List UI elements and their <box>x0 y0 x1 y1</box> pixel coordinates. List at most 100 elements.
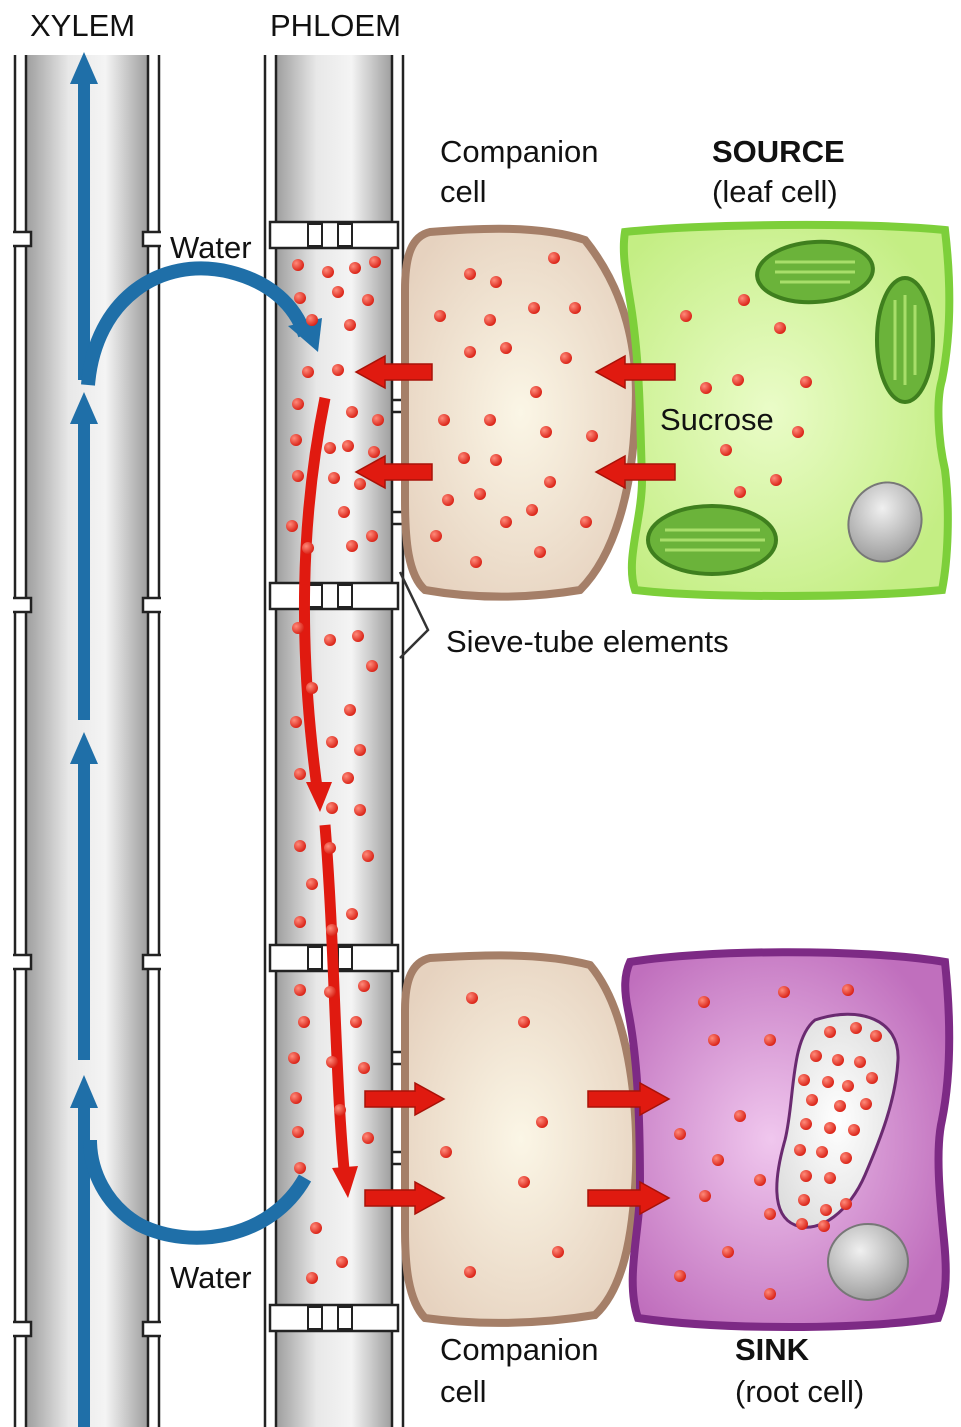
sucrose-molecule-icon <box>824 1172 836 1184</box>
sucrose-molecule-icon <box>366 530 378 542</box>
sucrose-molecule-icon <box>824 1026 836 1038</box>
sucrose-molecule-icon <box>324 842 336 854</box>
sink-subtitle: (root cell) <box>735 1372 864 1412</box>
sucrose-molecule-icon <box>800 1118 812 1130</box>
sucrose-molecule-icon <box>698 996 710 1008</box>
sucrose-molecule-icon <box>349 262 361 274</box>
sucrose-molecule-icon <box>464 268 476 280</box>
sucrose-molecule-icon <box>848 1124 860 1136</box>
sucrose-molecule-icon <box>732 374 744 386</box>
sucrose-molecule-icon <box>764 1288 776 1300</box>
sucrose-molecule-icon <box>484 314 496 326</box>
sucrose-molecule-icon <box>820 1204 832 1216</box>
companion-cell-top <box>405 229 636 597</box>
sucrose-molecule-icon <box>536 1116 548 1128</box>
sucrose-label: Sucrose <box>660 400 774 440</box>
sucrose-molecule-icon <box>298 1016 310 1028</box>
sucrose-molecule-icon <box>800 1170 812 1182</box>
sucrose-molecule-icon <box>540 426 552 438</box>
sucrose-molecule-icon <box>860 1098 872 1110</box>
sucrose-molecule-icon <box>866 1072 878 1084</box>
sucrose-molecule-icon <box>699 1190 711 1202</box>
sucrose-molecule-icon <box>518 1016 530 1028</box>
sucrose-molecule-icon <box>464 346 476 358</box>
sucrose-molecule-icon <box>764 1208 776 1220</box>
sucrose-molecule-icon <box>464 1266 476 1278</box>
sucrose-molecule-icon <box>806 1094 818 1106</box>
phloem-heading: PHLOEM <box>270 6 401 46</box>
sucrose-molecule-icon <box>840 1198 852 1210</box>
sucrose-molecule-icon <box>369 256 381 268</box>
sucrose-molecule-icon <box>438 414 450 426</box>
sucrose-molecule-icon <box>326 924 338 936</box>
sucrose-molecule-icon <box>842 984 854 996</box>
sucrose-molecule-icon <box>292 1126 304 1138</box>
sucrose-molecule-icon <box>870 1030 882 1042</box>
sucrose-molecule-icon <box>292 470 304 482</box>
sucrose-molecule-icon <box>326 802 338 814</box>
sucrose-molecule-icon <box>470 556 482 568</box>
sucrose-molecule-icon <box>302 542 314 554</box>
sucrose-molecule-icon <box>290 716 302 728</box>
sucrose-molecule-icon <box>816 1146 828 1158</box>
sucrose-molecule-icon <box>722 1246 734 1258</box>
sucrose-molecule-icon <box>294 916 306 928</box>
sucrose-molecule-icon <box>306 314 318 326</box>
sucrose-molecule-icon <box>840 1152 852 1164</box>
sucrose-molecule-icon <box>346 540 358 552</box>
sucrose-molecule-icon <box>774 322 786 334</box>
sucrose-molecule-icon <box>674 1270 686 1282</box>
sucrose-molecule-icon <box>544 476 556 488</box>
sucrose-molecule-icon <box>798 1074 810 1086</box>
sucrose-molecule-icon <box>580 516 592 528</box>
sucrose-molecule-icon <box>306 1272 318 1284</box>
sucrose-molecule-icon <box>674 1128 686 1140</box>
sucrose-molecule-icon <box>770 474 782 486</box>
sucrose-molecule-icon <box>328 472 340 484</box>
sucrose-molecule-icon <box>350 1016 362 1028</box>
sucrose-molecule-icon <box>342 440 354 452</box>
sucrose-molecule-icon <box>818 1220 830 1232</box>
sucrose-molecule-icon <box>490 276 502 288</box>
sucrose-molecule-icon <box>569 302 581 314</box>
sucrose-molecule-icon <box>800 376 812 388</box>
sieve-tube-label: Sieve-tube elements <box>446 622 729 662</box>
sucrose-molecule-icon <box>734 1110 746 1122</box>
sucrose-molecule-icon <box>354 478 366 490</box>
sucrose-molecule-icon <box>552 1246 564 1258</box>
sucrose-molecule-icon <box>586 430 598 442</box>
companion-cell-bottom <box>405 955 636 1323</box>
sucrose-molecule-icon <box>324 442 336 454</box>
sucrose-molecule-icon <box>344 319 356 331</box>
sucrose-molecule-icon <box>824 1122 836 1134</box>
sucrose-molecule-icon <box>332 364 344 376</box>
sucrose-molecule-icon <box>344 704 356 716</box>
sucrose-molecule-icon <box>734 486 746 498</box>
sucrose-molecule-icon <box>466 992 478 1004</box>
sucrose-molecule-icon <box>500 516 512 528</box>
sucrose-molecule-icon <box>434 310 446 322</box>
sucrose-molecule-icon <box>358 1062 370 1074</box>
sucrose-molecule-icon <box>324 986 336 998</box>
sucrose-molecule-icon <box>294 840 306 852</box>
sucrose-molecule-icon <box>528 302 540 314</box>
sucrose-molecule-icon <box>342 772 354 784</box>
sink-title: SINK <box>735 1330 809 1370</box>
sucrose-molecule-icon <box>500 342 512 354</box>
sucrose-molecule-icon <box>796 1218 808 1230</box>
sucrose-molecule-icon <box>294 984 306 996</box>
companion-cell-top-label-2: cell <box>440 172 487 212</box>
sucrose-molecule-icon <box>754 1174 766 1186</box>
sucrose-molecule-icon <box>358 980 370 992</box>
sucrose-molecule-icon <box>834 1100 846 1112</box>
sucrose-molecule-icon <box>346 406 358 418</box>
companion-cell-bottom-label-1: Companion <box>440 1330 599 1370</box>
sucrose-molecule-icon <box>708 1034 720 1046</box>
sucrose-molecule-icon <box>346 908 358 920</box>
sucrose-molecule-icon <box>440 1146 452 1158</box>
sucrose-molecule-icon <box>310 1222 322 1234</box>
sucrose-molecule-icon <box>832 1054 844 1066</box>
sucrose-molecule-icon <box>336 1256 348 1268</box>
sucrose-molecule-icon <box>354 744 366 756</box>
sucrose-molecule-icon <box>792 426 804 438</box>
